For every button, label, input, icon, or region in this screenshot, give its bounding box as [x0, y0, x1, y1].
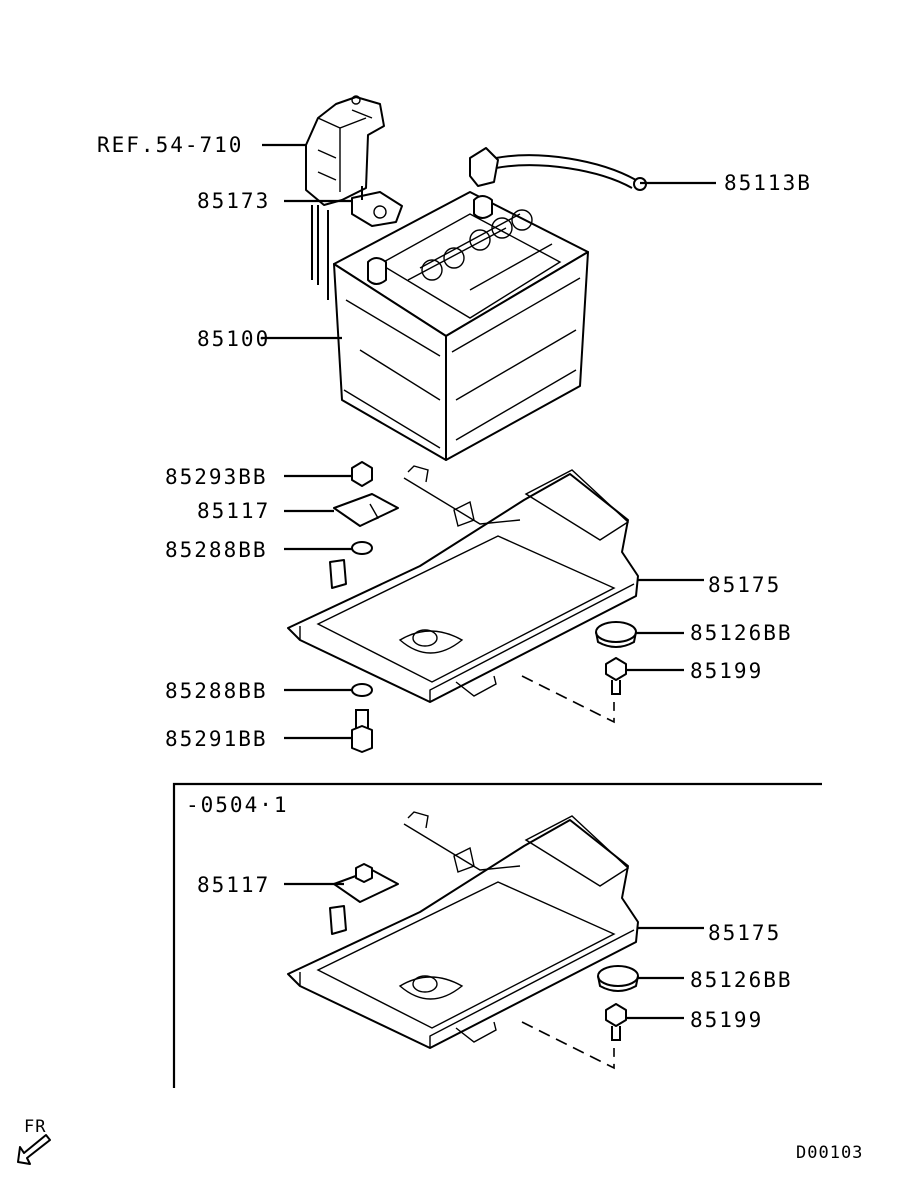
- washer-85288BB-upper: [351, 541, 373, 555]
- inset-cap-85126BB: [597, 965, 639, 992]
- callout-85288BB-upper: 85288BB: [165, 538, 268, 562]
- inset-callout-85117: 85117: [197, 873, 270, 897]
- inset-battery-tray: [287, 811, 639, 1049]
- callout-85293BB: 85293BB: [165, 465, 268, 489]
- holder-85117: [333, 493, 399, 527]
- front-indicator-label: FR: [24, 1117, 46, 1137]
- inset-callout-85175: 85175: [708, 921, 781, 945]
- inset-callout-85126BB: 85126BB: [690, 968, 793, 992]
- inset-callout-85199: 85199: [690, 1008, 763, 1032]
- callout-85100: 85100: [197, 327, 270, 351]
- leader-lines: [262, 143, 716, 740]
- inset-range-label: -0504·1: [186, 793, 289, 817]
- inset-leader-lines: [284, 882, 704, 1020]
- terminal-clamp: [351, 186, 403, 227]
- callout-85173: 85173: [197, 189, 270, 213]
- callout-85291BB: 85291BB: [165, 727, 268, 751]
- callout-85113B: 85113B: [724, 171, 812, 195]
- inset-center-line: [521, 1021, 615, 1070]
- front-arrow-icon: [17, 1134, 51, 1165]
- nut-85293BB: [351, 461, 373, 487]
- callout-ref-54-710: REF.54-710: [97, 133, 243, 157]
- inset-frame: [172, 782, 822, 1088]
- cap-85126BB: [595, 621, 637, 648]
- bolt-85199: [605, 657, 627, 695]
- drawing-code: D00103: [796, 1143, 863, 1163]
- callout-85117: 85117: [197, 499, 270, 523]
- callout-85126BB: 85126BB: [690, 621, 793, 645]
- battery-tray: [287, 465, 639, 703]
- center-line: [521, 675, 615, 724]
- callout-85199: 85199: [690, 659, 763, 683]
- callout-85288BB-lower: 85288BB: [165, 679, 268, 703]
- bolt-85291BB: [351, 709, 373, 753]
- harness-bracket: [305, 95, 385, 300]
- washer-85288BB-lower: [351, 683, 373, 697]
- callout-85175: 85175: [708, 573, 781, 597]
- battery-cable: [469, 147, 647, 191]
- inset-bolt-85199: [605, 1003, 627, 1041]
- battery: [333, 191, 589, 461]
